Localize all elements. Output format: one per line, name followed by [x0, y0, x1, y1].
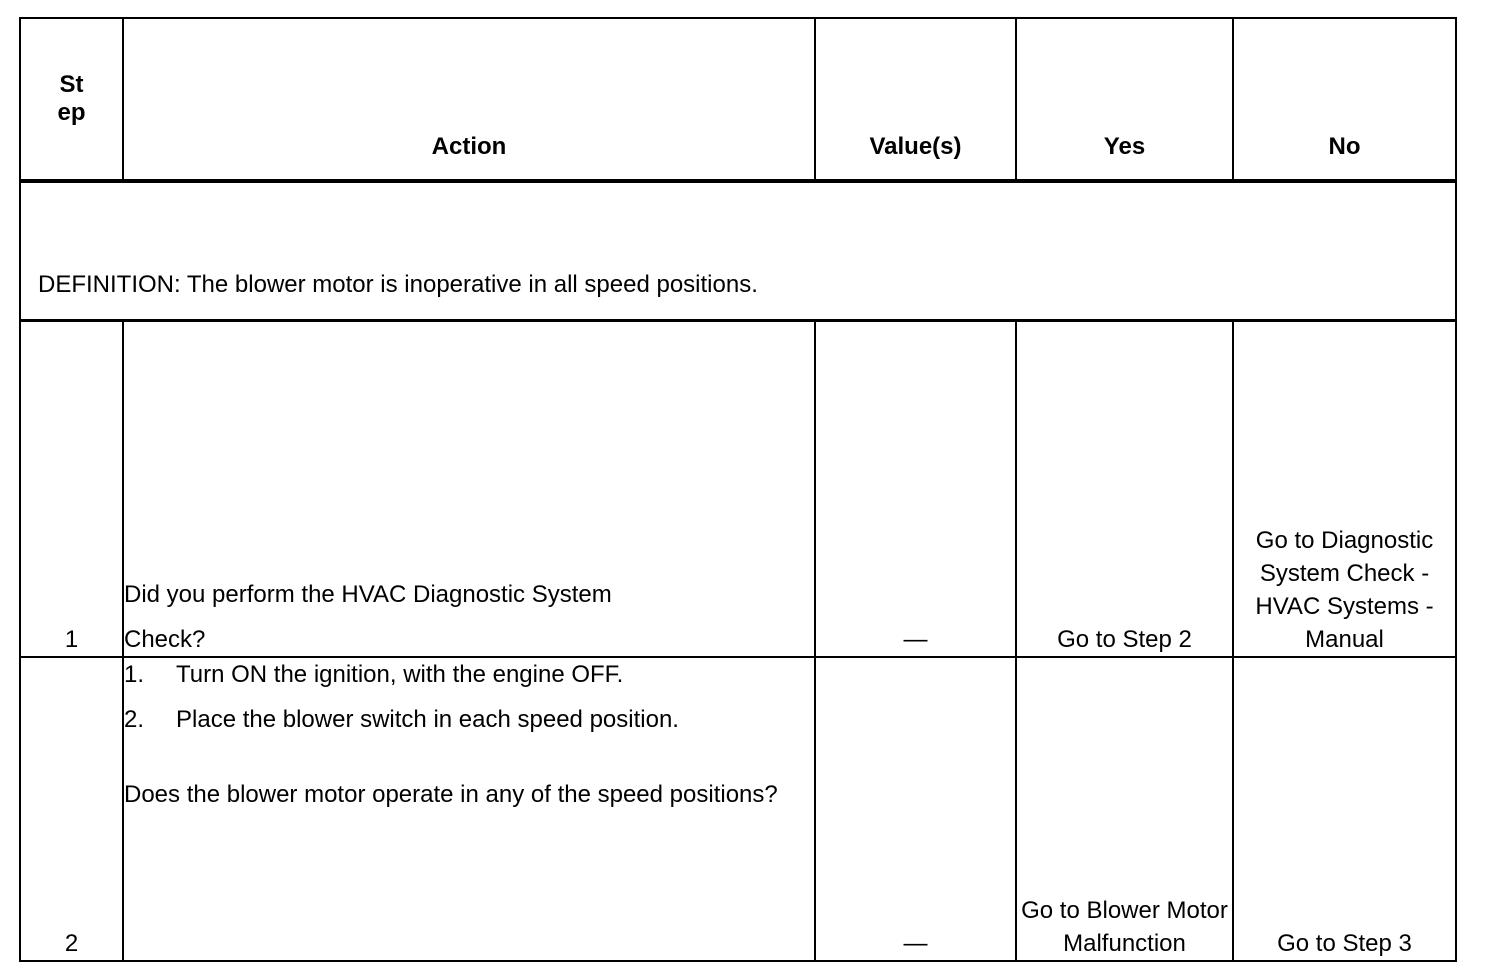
action-line: Check? — [124, 625, 206, 653]
em-dash: — — [903, 625, 928, 653]
column-header-step-label: Step — [57, 71, 86, 126]
table-header-row: Step Action Value(s) Yes No — [19, 17, 1457, 183]
action-spacer — [124, 748, 814, 778]
list-item-text: Turn ON the ignition, with the engine OF… — [176, 661, 624, 688]
action-question: Does the blower motor operate in any of … — [124, 781, 778, 809]
list-item: 1. Turn ON the ignition, with the engine… — [124, 658, 814, 691]
column-header-step: Step — [19, 17, 124, 183]
action-line: Did you perform the HVAC Diagnostic Syst… — [124, 580, 612, 608]
definition-text: DEFINITION: The blower motor is inoperat… — [19, 179, 1457, 322]
step-action: Did you perform the HVAC Diagnostic Syst… — [122, 319, 816, 658]
column-header-no: No — [1232, 17, 1457, 183]
step-yes-action: Go to Step 2 — [1015, 319, 1234, 658]
list-item-number: 1. — [124, 661, 145, 688]
table-row: 1 Did you perform the HVAC Diagnostic Sy… — [19, 319, 1457, 658]
step-no-action: Go to Step 3 — [1232, 656, 1457, 962]
em-dash: — — [903, 929, 928, 957]
step-value: — — [814, 656, 1017, 962]
list-item-text: Place the blower switch in each speed po… — [176, 706, 679, 734]
column-header-yes: Yes — [1015, 17, 1234, 183]
step-yes-action: Go to Blower Motor Malfunction — [1015, 656, 1234, 962]
definition-row: DEFINITION: The blower motor is inoperat… — [19, 179, 1457, 322]
column-header-action: Action — [122, 17, 816, 183]
step-action: 1. Turn ON the ignition, with the engine… — [122, 656, 816, 962]
list-item: 2. Place the blower switch in each speed… — [124, 703, 814, 736]
table-row: 2 1. Turn ON the ignition, with the engi… — [19, 656, 1457, 962]
diagnostic-step-table: Step Action Value(s) Yes No DEFINITION: … — [19, 17, 1457, 962]
list-item-number: 2. — [124, 706, 145, 734]
action-numbered-list: 1. Turn ON the ignition, with the engine… — [124, 658, 814, 736]
step-value: — — [814, 319, 1017, 658]
column-header-values: Value(s) — [814, 17, 1017, 183]
step-number: 1 — [19, 319, 124, 658]
step-number: 2 — [19, 656, 124, 962]
step-no-action: Go to Diagnostic System Check - HVAC Sys… — [1232, 319, 1457, 658]
